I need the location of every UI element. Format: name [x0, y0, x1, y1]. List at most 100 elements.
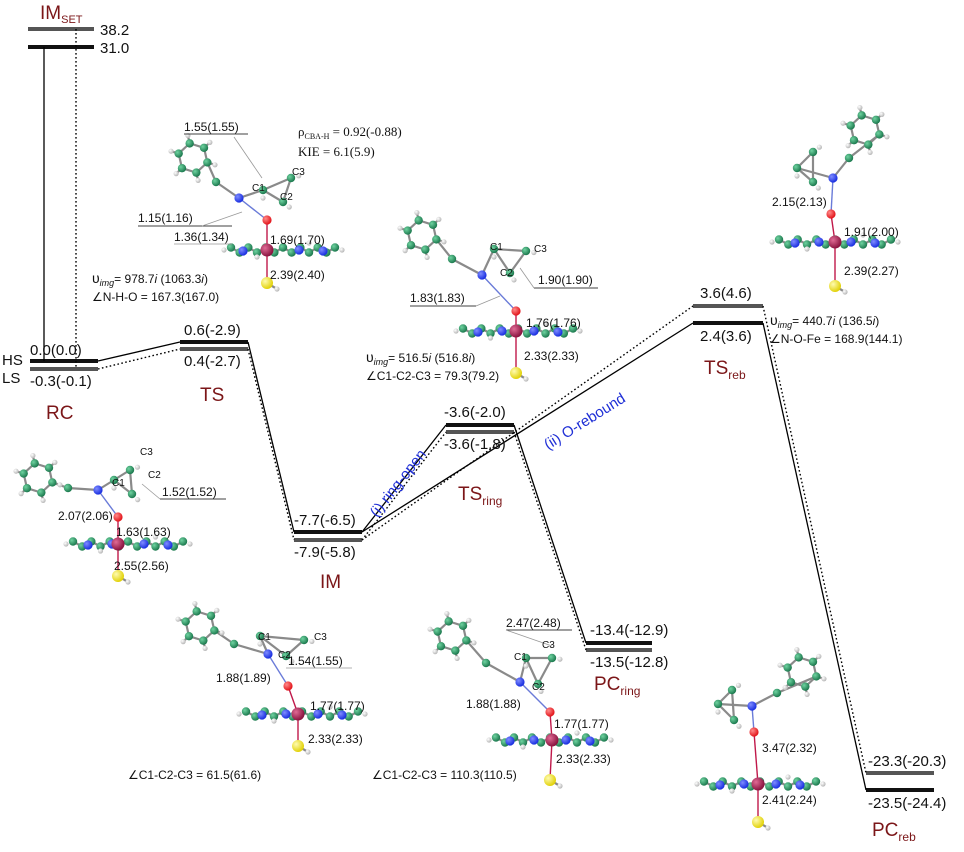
im-c1: C1 — [258, 632, 271, 643]
im-dist-3: 1.77(1.77) — [310, 699, 365, 713]
pc-reb-dist-2: 2.41(2.24) — [762, 793, 817, 807]
energy-ts-hs: 0.6(-2.9) — [184, 322, 241, 339]
ts-ring-dist-1: 1.90(1.90) — [538, 273, 593, 287]
ts-dist-4: 1.69(1.70) — [270, 233, 325, 247]
species-ts-reb: TSreb — [704, 358, 746, 382]
pc-ring-dist-2: 1.88(1.88) — [466, 697, 521, 711]
ts-angle: ∠N-H-O = 167.3(167.0) — [92, 290, 219, 304]
species-im-set: IMSET — [40, 3, 83, 26]
ts-reb-vimg: υimg= 440.7i (136.5i) — [770, 312, 879, 330]
ts-c1: C1 — [252, 183, 265, 194]
im-dist-2: 1.88(1.89) — [216, 671, 271, 685]
energy-ts-ls: 0.4(-2.7) — [184, 353, 241, 370]
structure-pc-reb-annotations: 3.47(2.32) 2.41(2.24) — [762, 741, 817, 807]
im-angle: ∠C1-C2-C3 = 61.5(61.6) — [128, 768, 261, 782]
pc-ring-c3: C3 — [542, 640, 555, 651]
species-ts: TS — [200, 385, 224, 406]
connector-rc-ts-hs — [97, 341, 181, 362]
ts-ring-dist-2: 1.83(1.83) — [410, 291, 465, 305]
energy-pc-ring-hs: -13.4(-12.9) — [590, 622, 668, 639]
structure-ts-ring — [397, 209, 583, 382]
structure-pc-ring — [427, 610, 614, 789]
im-dist-1: 1.54(1.55) — [288, 654, 343, 668]
energy-pc-reb-ls: -23.5(-24.4) — [868, 795, 946, 812]
structure-rc-annotations: C1 C2 C3 1.52(1.52) 2.07(2.06) 1.63(1.63… — [58, 447, 226, 573]
connector-ts-im-hs — [247, 341, 295, 533]
ts-reb-molecule-model — [769, 104, 901, 295]
connector-tsreb-pcreb-hs — [762, 322, 867, 791]
structure-ts-ring-annotations: C1 C2 C3 1.90(1.90) 1.83(1.83) 1.76(1.76… — [366, 242, 598, 383]
pc-ring-c1: C1 — [514, 652, 527, 663]
spin-label-hs: HS — [2, 352, 23, 369]
im-c2: C2 — [278, 650, 291, 661]
pc-ring-c2: C2 — [532, 682, 545, 693]
energy-rc-ls: -0.3(-0.1) — [30, 373, 92, 390]
ts-reb-dist-3: 2.39(2.27) — [844, 264, 899, 278]
energy-pc-reb-hs: -23.3(-20.3) — [868, 753, 946, 770]
rc-c3: C3 — [140, 447, 153, 458]
species-ts-ring: TSring — [458, 484, 502, 508]
pc-ring-dist-3: 1.77(1.77) — [554, 717, 609, 731]
pc-ring-dist-4: 2.33(2.33) — [556, 752, 611, 766]
structure-im-annotations: C1 C2 C3 1.54(1.55) 1.88(1.89) 1.77(1.77… — [128, 632, 365, 782]
ts-molecule-model — [168, 132, 345, 292]
ts-reb-dist-2: 1.91(2.00) — [844, 225, 899, 239]
pathway-o-rebound: (ii) O-rebound — [541, 390, 628, 453]
ts-kie: KIE = 6.1(5.9) — [298, 144, 375, 159]
ts-dist-2: 1.15(1.16) — [138, 211, 193, 225]
energy-ts-reb-hs: 3.6(4.6) — [700, 285, 752, 302]
connector-tsring-pcring-hs — [513, 424, 587, 644]
ts-ring-dist-3: 1.76(1.76) — [526, 316, 581, 330]
pc-ring-molecule-model — [427, 610, 614, 789]
energy-values: 38.2 31.0 0.0(0.0) -0.3(-0.1) 0.6(-2.9) … — [30, 22, 946, 812]
ts-dist-5: 2.39(2.40) — [270, 268, 325, 282]
rc-dist-1: 1.52(1.52) — [162, 485, 217, 499]
connector-tsreb-pcreb-ls — [762, 305, 867, 774]
ts-ring-molecule-model — [397, 209, 583, 382]
connector-im-tsreb-hs — [361, 322, 694, 533]
energy-rc-hs: 0.0(0.0) — [30, 342, 82, 359]
spin-label-ls: LS — [2, 370, 20, 387]
connector-im-tsreb-ls — [361, 305, 694, 541]
rc-dist-4: 2.55(2.56) — [114, 559, 169, 573]
connector-ts-im-ls — [247, 348, 295, 541]
ts-vimg: υimg= 978.7i (1063.3i) — [92, 270, 208, 288]
species-im: IM — [320, 572, 341, 593]
species-rc: RC — [46, 403, 73, 424]
connectors-dotted — [75, 29, 867, 774]
im-dist-4: 2.33(2.33) — [308, 732, 363, 746]
ts-c2: C2 — [280, 192, 293, 203]
ts-c3: C3 — [292, 167, 305, 178]
im-c3: C3 — [314, 632, 327, 643]
connectors-solid — [43, 47, 867, 791]
ts-rho: ρCBA-H = 0.92(-0.88) — [298, 124, 402, 141]
ts-ring-c3: C3 — [534, 244, 547, 255]
rc-dist-3: 1.63(1.63) — [116, 525, 171, 539]
pc-ring-angle: ∠C1-C2-C3 = 110.3(110.5) — [372, 768, 517, 782]
structure-ts — [168, 132, 345, 292]
energy-pc-ring-ls: -13.5(-12.8) — [590, 654, 668, 671]
pc-ring-dist-1: 2.47(2.48) — [506, 616, 561, 630]
pc-reb-molecule-model — [694, 646, 827, 831]
rc-c1: C1 — [112, 478, 125, 489]
rc-molecule-model — [13, 452, 193, 585]
energy-im-ls: -7.9(-5.8) — [294, 544, 356, 561]
species-labels: IMSET RC TS IM TSring TSreb PCring PCreb — [40, 3, 916, 844]
ts-ring-c1: C1 — [490, 242, 503, 253]
ts-ring-vimg: υimg= 516.5i (516.8i) — [366, 349, 475, 367]
im-molecule-model — [175, 600, 368, 755]
rc-c2: C2 — [148, 470, 161, 481]
ts-ring-dist-4: 2.33(2.33) — [524, 349, 579, 363]
energy-ts-ring-hs: -3.6(-2.0) — [444, 404, 506, 421]
structure-pc-reb — [694, 646, 827, 831]
structure-ts-reb-annotations: 2.15(2.13) 1.91(2.00) 2.39(2.27) υimg= 4… — [770, 195, 902, 346]
ts-reb-angle: ∠N-O-Fe = 168.9(144.1) — [770, 332, 902, 346]
rc-dist-2: 2.07(2.06) — [58, 509, 113, 523]
structure-im — [175, 600, 368, 755]
energy-ts-reb-ls: 2.4(3.6) — [700, 328, 752, 345]
ts-dist-3: 1.36(1.34) — [174, 230, 229, 244]
structure-rc — [13, 452, 193, 585]
energy-im-hs: -7.7(-6.5) — [294, 512, 356, 529]
